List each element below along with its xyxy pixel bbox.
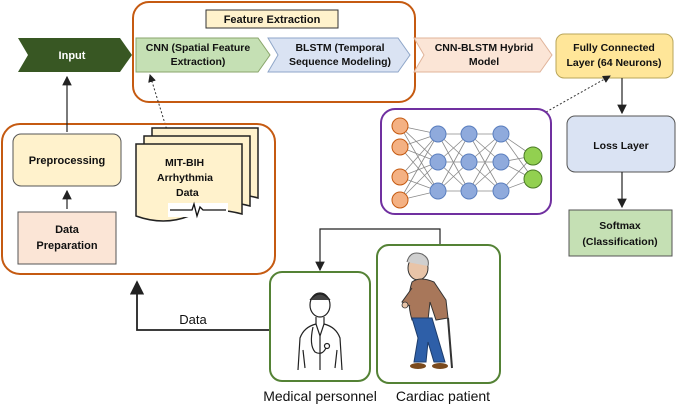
feature-extraction-frame bbox=[132, 1, 416, 103]
patient-icon bbox=[401, 252, 453, 369]
cnn-line1: CNN (Spatial Feature bbox=[146, 42, 251, 54]
arrow-data-to-preprocessing bbox=[129, 280, 270, 331]
nn-hidden-node bbox=[492, 182, 510, 200]
medical-personnel-label: Medical personnel bbox=[263, 388, 377, 404]
data-arrow-label: Data bbox=[179, 312, 207, 327]
nn-hidden-node bbox=[460, 182, 478, 200]
nn-output-node bbox=[523, 169, 543, 189]
blstm-line1: BLSTM (Temporal bbox=[295, 42, 384, 54]
data-preparation-block bbox=[17, 211, 117, 265]
ecg-waveform-icon bbox=[170, 201, 226, 219]
blstm-line2: Sequence Modeling) bbox=[289, 56, 391, 68]
data-prep-line1: Data bbox=[55, 224, 80, 236]
nn-input-node bbox=[391, 117, 409, 135]
dotted-nn-to-fc bbox=[545, 75, 611, 113]
nn-hidden-node bbox=[429, 125, 447, 143]
dotted-dataset-to-cnn bbox=[148, 74, 171, 141]
cnn-line2: Extraction) bbox=[171, 56, 226, 68]
nn-input-node bbox=[391, 138, 409, 156]
softmax-line1: Softmax bbox=[599, 220, 641, 232]
cardiac-patient-label: Cardiac patient bbox=[396, 388, 490, 404]
nn-hidden-node bbox=[492, 125, 510, 143]
softmax-line2: (Classification) bbox=[582, 236, 657, 248]
cnn-block bbox=[135, 37, 271, 73]
nn-connection bbox=[399, 146, 439, 192]
input-label: Input bbox=[59, 50, 86, 62]
preprocessing-frame bbox=[1, 123, 276, 275]
feature-extraction-title-box bbox=[205, 9, 339, 29]
input-block bbox=[18, 38, 132, 72]
preprocessing-label: Preprocessing bbox=[29, 155, 105, 167]
doctor-icon bbox=[297, 292, 343, 371]
nn-connection bbox=[399, 125, 439, 163]
nn-connection bbox=[399, 161, 439, 201]
nn-connection bbox=[437, 133, 470, 192]
blstm-block bbox=[267, 37, 411, 73]
hybrid-line1: CNN-BLSTM Hybrid bbox=[435, 42, 534, 54]
hybrid-line2: Model bbox=[469, 56, 499, 68]
nn-hidden-node bbox=[460, 153, 478, 171]
dataset-line2: Arrhythmia bbox=[157, 172, 213, 184]
loss-label: Loss Layer bbox=[593, 140, 648, 152]
neural-network-graphic bbox=[391, 117, 543, 209]
nn-input-node bbox=[391, 191, 409, 209]
nn-connection bbox=[399, 133, 439, 201]
softmax-block bbox=[568, 209, 673, 257]
data-prep-line2: Preparation bbox=[36, 240, 97, 252]
fully-connected-block bbox=[555, 33, 674, 79]
hybrid-block bbox=[413, 37, 553, 73]
nn-connection bbox=[399, 133, 439, 178]
ecg-strip bbox=[168, 203, 228, 217]
medical-personnel-frame bbox=[269, 271, 371, 382]
nn-connection bbox=[399, 125, 439, 192]
nn-output-node bbox=[523, 146, 543, 166]
loss-layer-block bbox=[566, 115, 676, 173]
preprocessing-block bbox=[12, 133, 122, 187]
nn-hidden-node bbox=[429, 153, 447, 171]
nn-hidden-node bbox=[492, 153, 510, 171]
arrow-patient-to-doctor bbox=[315, 228, 441, 272]
nn-hidden-node bbox=[429, 182, 447, 200]
fc-line1: Fully Connected bbox=[573, 42, 655, 54]
nn-input-node bbox=[391, 168, 409, 186]
dataset-line1: MIT-BIH bbox=[165, 157, 204, 169]
nn-connection bbox=[468, 133, 502, 192]
dataset-line3: Data bbox=[176, 187, 199, 199]
fc-line2: Layer (64 Neurons) bbox=[566, 57, 661, 69]
nn-hidden-node bbox=[460, 125, 478, 143]
feature-extraction-title: Feature Extraction bbox=[224, 14, 321, 26]
dataset-document-stack bbox=[135, 127, 259, 222]
